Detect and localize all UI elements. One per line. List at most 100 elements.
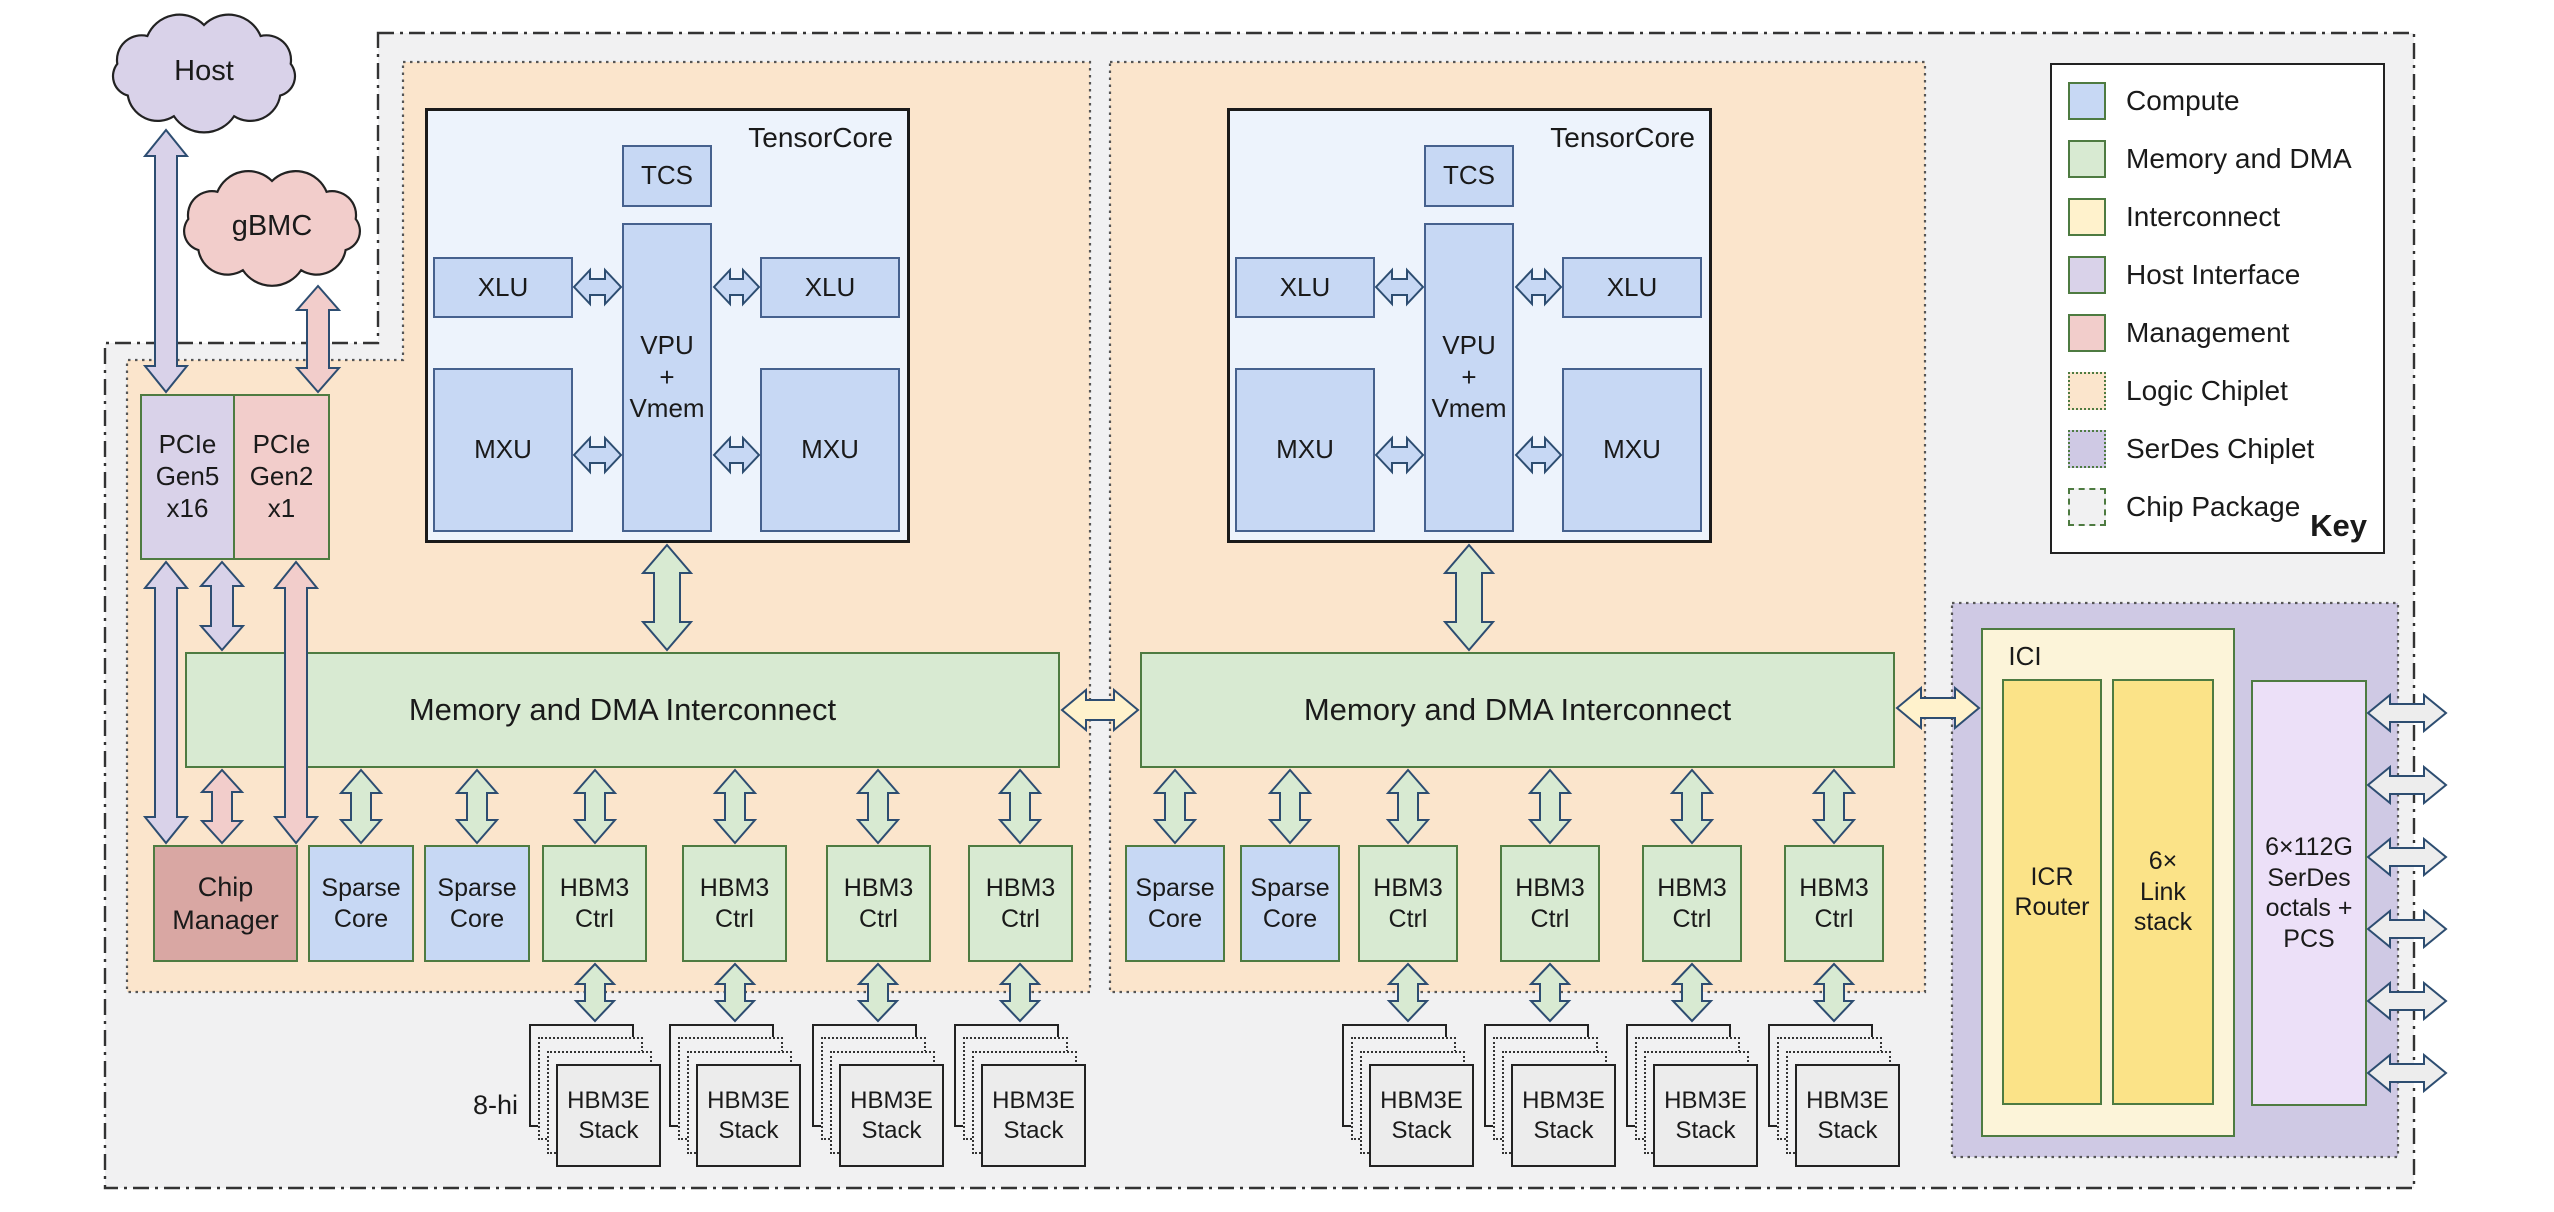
legend-swatch-memory — [2068, 140, 2106, 178]
memory-dma-interconnect-2: Memory and DMA Interconnect — [1140, 652, 1895, 768]
hbm3e-stack-group-8: HBM3E Stack — [1768, 1024, 1913, 1169]
hbm3e-stack-group-7: HBM3E Stack — [1626, 1024, 1771, 1169]
legend-swatch-host — [2068, 256, 2106, 294]
legend-swatch-compute — [2068, 82, 2106, 120]
arrow-interconnect-hbm3-ctrl-7 — [1669, 768, 1715, 845]
pcie-gen5-block: PCIe Gen5 x16 — [140, 394, 235, 560]
arrow-hbm3-ctrl-stack-2 — [713, 962, 757, 1023]
arrow-hbm3-ctrl-stack-5 — [1386, 962, 1430, 1023]
hbm3-ctrl-block-6: HBM3 Ctrl — [1500, 845, 1600, 962]
host-cloud-label: Host — [174, 55, 234, 88]
arrow-pcie-gen5-interconnect — [198, 560, 246, 652]
legend-swatch-serdes-chiplet — [2068, 430, 2106, 468]
hbm3e-stack-front: HBM3E Stack — [696, 1064, 801, 1167]
chip-manager-block: Chip Manager — [153, 845, 298, 962]
xlu-block-2a: XLU — [1235, 257, 1375, 318]
legend-item-label: Logic Chiplet — [2126, 375, 2288, 406]
arrow-interconnect-hbm3-ctrl-2 — [712, 768, 758, 845]
arrow-interconnect-hbm3-ctrl-3 — [855, 768, 901, 845]
hbm3-ctrl-block-1: HBM3 Ctrl — [542, 845, 647, 962]
legend-item-label: Host Interface — [2126, 259, 2301, 290]
hbm3e-stack-group-1: HBM3E Stack — [529, 1024, 674, 1169]
arrow-interconnect-chip-manager — [199, 768, 245, 845]
legend-title: Key — [2310, 508, 2367, 543]
legend-item-label: Compute — [2126, 85, 2240, 116]
arrow-serdes-external-link-5 — [2366, 980, 2448, 1022]
sparse-core-block-4: Sparse Core — [1240, 845, 1340, 962]
sparse-core-block-2: Sparse Core — [424, 845, 530, 962]
hbm3e-stack-group-5: HBM3E Stack — [1342, 1024, 1487, 1169]
arrow-interconnect-hbm3-ctrl-8 — [1811, 768, 1857, 845]
mxu-block-1a: MXU — [433, 368, 573, 532]
arrow-hbm3-ctrl-stack-3 — [856, 962, 900, 1023]
xlu-block-1a: XLU — [433, 257, 573, 318]
hbm3-ctrl-block-4: HBM3 Ctrl — [968, 845, 1073, 962]
arrow-hbm3-ctrl-stack-7 — [1670, 962, 1714, 1023]
hbm3e-stack-front: HBM3E Stack — [981, 1064, 1086, 1167]
sparse-core-block-3: Sparse Core — [1125, 845, 1225, 962]
legend-item-label: Memory and DMA — [2126, 143, 2352, 174]
hbm3e-stack-front: HBM3E Stack — [1511, 1064, 1616, 1167]
icr-router-block: ICR Router — [2002, 679, 2102, 1105]
arrow-serdes-external-link-1 — [2366, 692, 2448, 734]
arrow-gbmc-pcie-gen2 — [294, 284, 342, 394]
hbm3-ctrl-block-3: HBM3 Ctrl — [826, 845, 931, 962]
arrow-hbm3-ctrl-stack-6 — [1528, 962, 1572, 1023]
sparse-core-block-1: Sparse Core — [308, 845, 414, 962]
legend-swatch-management — [2068, 314, 2106, 352]
arrow-interconnect-sparse-core-4 — [1267, 768, 1313, 845]
tensorcore-label: TensorCore — [748, 122, 893, 153]
mxu-block-1b: MXU — [760, 368, 900, 532]
arrow-interconnect-hbm3-ctrl-6 — [1527, 768, 1573, 845]
arrow-interconnect-hbm3-ctrl-5 — [1385, 768, 1431, 845]
hbm3e-stack-front: HBM3E Stack — [1795, 1064, 1900, 1167]
hbm3-ctrl-block-2: HBM3 Ctrl — [682, 845, 787, 962]
arrow-interconnect-sparse-core-1 — [338, 768, 384, 845]
hbm3-ctrl-block-8: HBM3 Ctrl — [1784, 845, 1884, 962]
hbm3e-stack-front: HBM3E Stack — [556, 1064, 661, 1167]
gbmc-cloud-label: gBMC — [231, 210, 313, 243]
tcs-block-2: TCS — [1424, 145, 1514, 207]
legend-item-label: Chip Package — [2126, 491, 2301, 522]
arrow-hbm3-ctrl-stack-1 — [573, 962, 617, 1023]
arrow-hbm3-ctrl-stack-8 — [1812, 962, 1856, 1023]
hbm3e-stack-front: HBM3E Stack — [839, 1064, 944, 1167]
arrow-serdes-external-link-3 — [2366, 836, 2448, 878]
arrow-serdes-external-link-2 — [2366, 764, 2448, 806]
arrow-interconnect-hbm3-ctrl-1 — [572, 768, 618, 845]
xlu-block-2b: XLU — [1562, 257, 1702, 318]
ici-label: ICI — [2008, 641, 2042, 672]
hbm3e-stack-group-2: HBM3E Stack — [669, 1024, 814, 1169]
hbm3e-stack-group-6: HBM3E Stack — [1484, 1024, 1629, 1169]
vpu-vmem-block-2: VPU + Vmem — [1424, 223, 1514, 532]
stack-height-label: 8-hi — [472, 1089, 518, 1120]
arrow-tensorcore-2-interconnect — [1442, 543, 1496, 652]
link-stack-block: 6× Link stack — [2112, 679, 2214, 1105]
arrow-tensorcore-1-interconnect — [640, 543, 694, 652]
arrow-interconnect-sparse-core-3 — [1152, 768, 1198, 845]
hbm3-ctrl-block-5: HBM3 Ctrl — [1358, 845, 1458, 962]
arrow-serdes-external-link-6 — [2366, 1052, 2448, 1094]
mxu-block-2a: MXU — [1235, 368, 1375, 532]
legend-swatch-chip-package — [2068, 488, 2106, 526]
arrow-interconnect-sparse-core-2 — [454, 768, 500, 845]
legend-item-label: SerDes Chiplet — [2126, 433, 2315, 464]
arrow-serdes-external-link-4 — [2366, 908, 2448, 950]
arrow-host-pcie-gen5 — [142, 128, 190, 394]
arrow-interconnect-hbm3-ctrl-4 — [997, 768, 1043, 845]
legend-item-label: Interconnect — [2126, 201, 2281, 232]
memory-dma-interconnect-1: Memory and DMA Interconnect — [185, 652, 1060, 768]
serdes-octals-block: 6×112G SerDes octals + PCS — [2251, 680, 2367, 1106]
legend-swatch-logic-chiplet — [2068, 372, 2106, 410]
xlu-block-1b: XLU — [760, 257, 900, 318]
arrow-interconnect-2-ici — [1895, 685, 1981, 731]
mxu-block-2b: MXU — [1562, 368, 1702, 532]
hbm3e-stack-front: HBM3E Stack — [1653, 1064, 1758, 1167]
arrow-pcie-gen5-chip-manager — [142, 560, 190, 845]
arrow-interconnect-1-interconnect-2 — [1060, 687, 1140, 733]
hbm3e-stack-group-3: HBM3E Stack — [812, 1024, 957, 1169]
tcs-block-1: TCS — [622, 145, 712, 207]
vpu-vmem-block-1: VPU + Vmem — [622, 223, 712, 532]
